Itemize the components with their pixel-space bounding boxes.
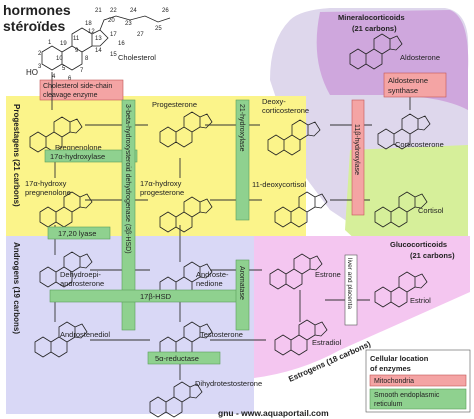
liver-placenta-label: liver and placenta	[346, 258, 353, 309]
side-chain-enzyme-line1: Cholesterol side-chain	[43, 83, 112, 90]
atom-number: 8	[85, 56, 89, 62]
atom-number: 6	[68, 76, 72, 82]
aldosterone-label: Aldosterone	[400, 53, 440, 62]
legend-mito-swatch	[369, 374, 467, 387]
atom-number: 1	[48, 40, 52, 46]
side-chain-enzyme-box	[39, 79, 124, 101]
estrogens-region	[254, 236, 470, 378]
hsd3b-label: 3-beta-hydroxysteroid dehydrogenase (3β-…	[124, 104, 131, 254]
glucocorticoids-sublabel: (21 carbons)	[410, 251, 455, 260]
atom-number: 17	[110, 32, 117, 38]
atom-number: 27	[137, 32, 144, 38]
atom-number: 20	[108, 18, 115, 24]
title-line2: stéroïdes	[3, 18, 65, 34]
hydroxylase21-label: 21-hydroxylase	[238, 104, 245, 152]
deoxycortisol-label: 11-deoxycortisol	[252, 180, 306, 189]
reductase-label: 5α-reductase	[155, 354, 199, 363]
deoxycorticosterone-label-2: corticosterone	[262, 106, 309, 115]
cholesterol-label: Cholesterol	[118, 53, 156, 62]
progestagens-label: Progestagens (21 carbons)	[12, 104, 21, 207]
estradiol-label: Estradiol	[312, 338, 342, 347]
aromatase-box	[235, 259, 250, 331]
legend-mito-label: Mitochondria	[374, 378, 414, 385]
hsd17b-label: 17β-HSD	[140, 292, 172, 301]
androgens-label: Androgens (19 carbons)	[12, 242, 21, 334]
atom-number: 7	[80, 68, 84, 74]
androstenedione-label-1: Androste-	[196, 270, 229, 279]
cholesterol-structure: HO	[26, 15, 171, 77]
side-chain-enzyme-line2: cleavage enzyme	[43, 92, 98, 99]
lyase-label: 17,20 lyase	[58, 229, 96, 238]
cholesterol-numbering: 21 22 24 26 20 23 25 18 12 13 17 27 11 1…	[38, 8, 169, 82]
title-line1: hormones	[3, 2, 71, 18]
aldo-synthase-line2: synthase	[388, 86, 418, 95]
hydroxylase17-box	[44, 149, 138, 163]
atom-number: 4	[52, 74, 56, 80]
progestagens-region	[6, 96, 306, 236]
mineralocorticoids-label: Mineralocorticoids	[338, 13, 405, 22]
atom-number: 9	[75, 48, 79, 54]
atom-number: 2	[38, 51, 42, 57]
glucocorticoids-label: Glucocorticoids	[390, 240, 447, 249]
hydroxylase17-label: 17α-hydroxylase	[50, 152, 105, 161]
atom-number: 26	[162, 8, 169, 14]
dhea-label-1: Dehydroepi-	[60, 270, 101, 279]
atom-number: 13	[95, 36, 102, 42]
atom-number: 15	[110, 52, 117, 58]
oh-group: HO	[26, 68, 38, 77]
cortisol-label: Cortisol	[418, 206, 444, 215]
atom-number: 22	[110, 8, 117, 14]
androstenedione-label-2: nedione	[196, 279, 223, 288]
atom-number: 11	[73, 36, 80, 42]
lyase-box	[47, 226, 111, 240]
hydroxyprogesterone-label-1: 17α-hydroxy	[140, 179, 182, 188]
atom-number: 24	[130, 8, 137, 14]
legend-title-line1: Cellular location	[370, 354, 429, 363]
liver-placenta-box	[344, 254, 358, 326]
atom-number: 18	[85, 21, 92, 27]
watermark: gnu - www.aquaportail.com	[218, 408, 329, 418]
corticosterone-label: Corticosterone	[395, 140, 444, 149]
hydroxypregnenolone-label-2: pregnenolone	[25, 188, 71, 197]
androstenediol-label: Androstenediol	[60, 330, 110, 339]
pathway-arrows	[54, 75, 411, 380]
atom-number: 21	[95, 8, 102, 14]
atom-number: 3	[38, 64, 42, 70]
aromatase-label: Aromatase	[238, 266, 245, 300]
atom-number: 10	[56, 56, 63, 62]
legend-ser-swatch	[369, 388, 467, 410]
mineralocorticoids-sublabel: (21 carbons)	[352, 24, 397, 33]
dht-label: Dihydrotestosterone	[195, 379, 262, 388]
reductase-box	[147, 351, 221, 365]
hydroxylase11b-box	[351, 99, 365, 216]
estrone-label: Estrone	[315, 270, 341, 279]
legend-title-line2: of enzymes	[370, 364, 411, 373]
hydroxyprogesterone-label-2: progesterone	[140, 188, 184, 197]
atom-number: 23	[125, 21, 132, 27]
atom-number: 16	[118, 41, 125, 47]
atom-number: 14	[95, 48, 102, 54]
atom-number: 25	[155, 26, 162, 32]
atom-number: 12	[88, 29, 95, 35]
legend-ser-line2: reticulum	[374, 401, 403, 408]
atom-number: 19	[60, 41, 67, 47]
dhea-label-2: androsterone	[60, 279, 104, 288]
aldo-synthase-line1: Aldosterone	[388, 76, 428, 85]
atom-number: 5	[62, 66, 66, 72]
pregnenolone-label: Pregnenolone	[55, 143, 102, 152]
hydroxypregnenolone-label-1: 17α-hydroxy	[25, 179, 67, 188]
progesterone-label: Progesterone	[152, 100, 197, 109]
estriol-label: Estriol	[410, 296, 431, 305]
aldo-synthase-box	[383, 72, 447, 98]
hydroxylase11b-label: 11β-hydroxylase	[353, 124, 360, 175]
testosterone-label: Testosterone	[200, 330, 243, 339]
hydroxylase21-box	[235, 99, 250, 221]
legend-ser-line1: Smooth endoplasmic	[374, 392, 440, 399]
hsd3b-box	[121, 99, 136, 331]
deoxycorticosterone-label-1: Deoxy-	[262, 97, 286, 106]
